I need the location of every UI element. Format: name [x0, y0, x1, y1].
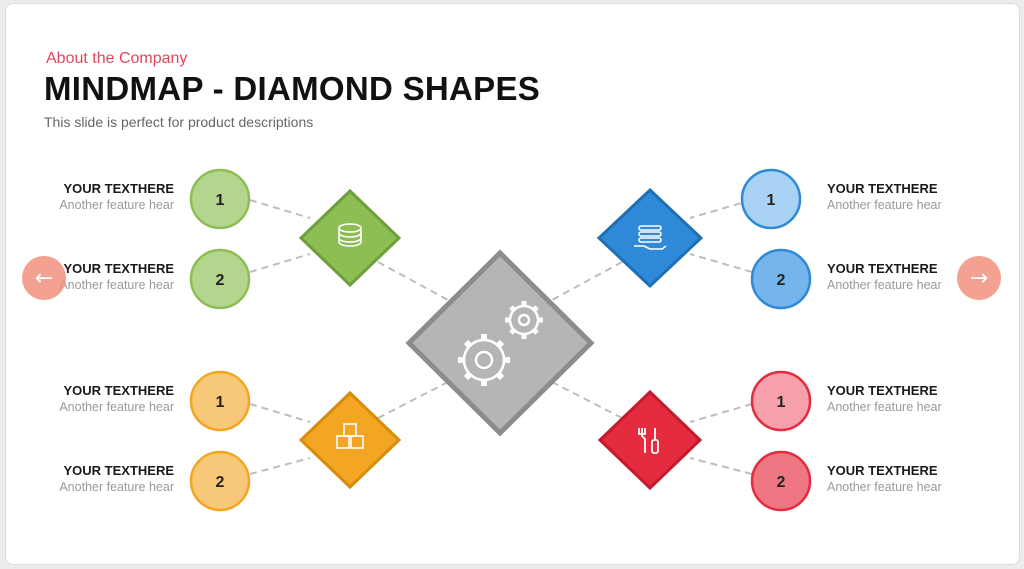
label-tl-2: YOUR TEXTHERE Another feature hear — [0, 261, 174, 293]
label-sub: Another feature hear — [59, 480, 174, 494]
connector-tl-2 — [249, 253, 311, 273]
connector-bl-center — [377, 381, 449, 419]
label-bl-2: YOUR TEXTHERE Another feature hear — [0, 463, 174, 495]
label-heading: YOUR TEXTHERE — [827, 261, 938, 276]
coin-stack-icon — [338, 223, 362, 247]
connector-bl-2 — [249, 457, 311, 475]
hand-coins-icon — [634, 225, 667, 250]
number-tr-2: 2 — [777, 272, 786, 289]
prev-slide-button[interactable]: ← — [22, 256, 66, 300]
label-heading: YOUR TEXTHERE — [63, 383, 174, 398]
red-diamond-shape — [597, 389, 703, 491]
circle-br-2[interactable] — [750, 450, 812, 512]
connector-bl-1 — [249, 403, 311, 423]
number-tr-1: 1 — [767, 192, 776, 209]
label-heading: YOUR TEXTHERE — [827, 181, 938, 196]
number-tl-1: 1 — [216, 192, 225, 209]
label-sub: Another feature hear — [59, 198, 174, 212]
label-tl-1: YOUR TEXTHERE Another feature hear — [0, 181, 174, 213]
next-slide-button[interactable]: → — [957, 256, 1001, 300]
slide-kicker: About the Company — [46, 50, 188, 67]
center-diamond — [405, 249, 595, 437]
arrow-right-icon: → — [969, 265, 989, 291]
number-br-2: 2 — [777, 474, 786, 491]
label-heading: YOUR TEXTHERE — [63, 261, 174, 276]
branch-top-right-diamond — [596, 187, 704, 289]
number-circles: 1 2 1 2 1 2 1 2 — [189, 168, 812, 512]
branch-top-left-diamond — [298, 188, 402, 288]
orange-diamond-shape — [298, 390, 402, 490]
slide-title: MINDMAP - DIAMOND SHAPES — [44, 70, 541, 107]
connector-tl-1 — [249, 199, 311, 219]
circle-tr-1[interactable] — [740, 168, 802, 230]
label-heading: YOUR TEXTHERE — [827, 463, 938, 478]
circle-tl-2[interactable] — [189, 248, 251, 310]
connector-br-center — [551, 381, 623, 419]
connector-tl-center — [377, 261, 449, 301]
label-sub: Another feature hear — [59, 400, 174, 414]
connector-tr-1 — [689, 199, 753, 219]
green-diamond-shape — [298, 188, 402, 288]
branch-bottom-right-diamond — [597, 389, 703, 491]
connector-br-1 — [689, 403, 753, 423]
circle-bl-2[interactable] — [189, 450, 251, 512]
connector-tr-center — [551, 261, 623, 301]
boxes-icon — [336, 423, 364, 449]
label-sub: Another feature hear — [827, 198, 942, 212]
circle-tl-1[interactable] — [189, 168, 251, 230]
label-sub: Another feature hear — [59, 278, 174, 292]
tools-icon — [638, 428, 659, 454]
branch-bottom-left-diamond — [298, 390, 402, 490]
slide-description: This slide is perfect for product descri… — [44, 114, 314, 130]
number-br-1: 1 — [777, 394, 786, 411]
label-bl-1: YOUR TEXTHERE Another feature hear — [0, 383, 174, 415]
number-bl-2: 2 — [216, 474, 225, 491]
circle-tr-2[interactable] — [750, 248, 812, 310]
gears-icon — [458, 301, 543, 386]
label-sub: Another feature hear — [827, 480, 942, 494]
connector-tr-2 — [689, 253, 753, 273]
connector-br-2 — [689, 457, 753, 475]
label-sub: Another feature hear — [827, 400, 942, 414]
label-tr-2: YOUR TEXTHERE Another feature hear — [827, 261, 1007, 293]
label-br-1: YOUR TEXTHERE Another feature hear — [827, 383, 1007, 415]
arrow-left-icon: ← — [34, 265, 54, 291]
label-tr-1: YOUR TEXTHERE Another feature hear — [827, 181, 1007, 213]
number-tl-2: 2 — [216, 272, 225, 289]
circle-br-1[interactable] — [750, 370, 812, 432]
number-bl-1: 1 — [216, 394, 225, 411]
label-heading: YOUR TEXTHERE — [827, 383, 938, 398]
label-br-2: YOUR TEXTHERE Another feature hear — [827, 463, 1007, 495]
label-heading: YOUR TEXTHERE — [63, 463, 174, 478]
label-heading: YOUR TEXTHERE — [63, 181, 174, 196]
circle-bl-1[interactable] — [189, 370, 251, 432]
label-sub: Another feature hear — [827, 278, 942, 292]
connector-lines — [249, 199, 753, 475]
